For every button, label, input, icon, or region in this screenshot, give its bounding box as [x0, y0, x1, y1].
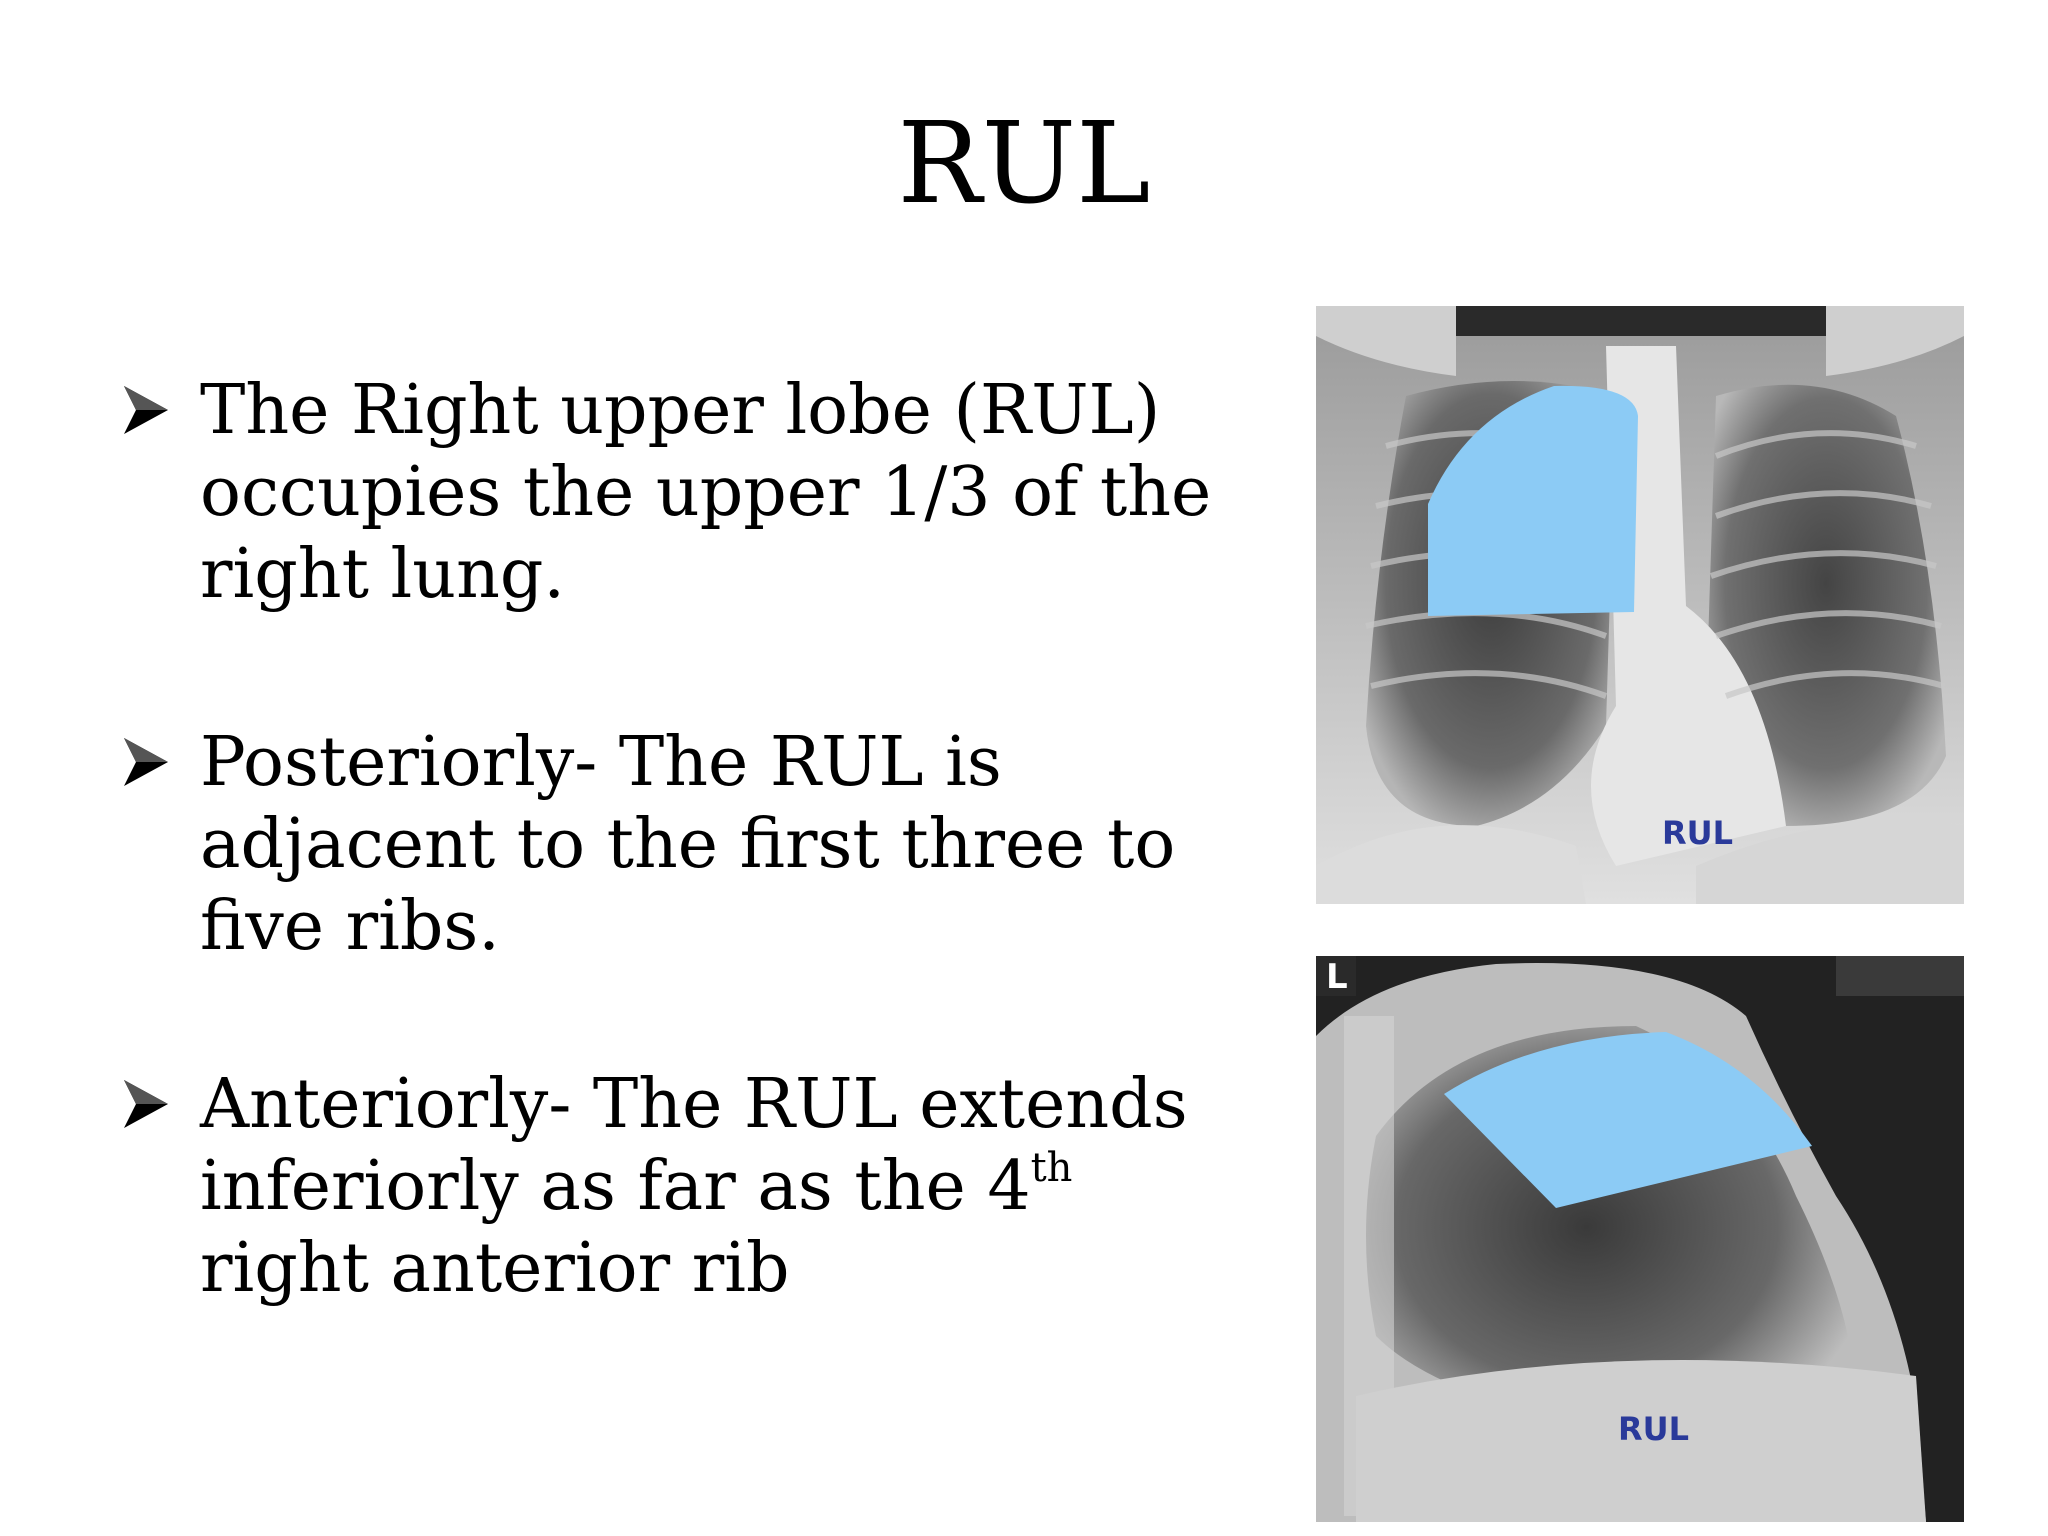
bullet-text-end: right anterior rib — [200, 1147, 1116, 1308]
bullet-text: Anteriorly- The RUL extends inferiorly a… — [200, 1065, 1188, 1308]
arrow-bullet-icon — [124, 1080, 168, 1128]
pa-chest-xray-image: RUL — [1316, 306, 1964, 904]
slide-title: RUL — [897, 99, 1151, 229]
rul-highlight-region — [1428, 385, 1638, 616]
bullet-item-1: The Right upper lobe (RUL) occupies the … — [120, 370, 1240, 616]
bullet-list: The Right upper lobe (RUL) occupies the … — [120, 370, 1240, 1416]
lateral-chest-xray-image: L RUL — [1316, 956, 1964, 1522]
bullet-text: Posteriorly- The RUL is adjacent to the … — [200, 723, 1176, 966]
bullet-text-start: Anteriorly- The RUL extends inferiorly a… — [200, 1065, 1188, 1226]
lateral-xray-label: RUL — [1618, 1410, 1689, 1448]
side-marker-letter: L — [1326, 957, 1348, 997]
rul-highlight-region — [1444, 1032, 1812, 1208]
arrow-bullet-icon — [124, 738, 168, 786]
bullet-text: The Right upper lobe (RUL) occupies the … — [200, 371, 1212, 614]
pa-xray-label: RUL — [1662, 814, 1733, 852]
ordinal-superscript: th — [1030, 1145, 1073, 1191]
bullet-item-3: Anteriorly- The RUL extends inferiorly a… — [120, 1064, 1240, 1310]
arrow-bullet-icon — [124, 386, 168, 434]
bullet-item-2: Posteriorly- The RUL is adjacent to the … — [120, 722, 1240, 968]
